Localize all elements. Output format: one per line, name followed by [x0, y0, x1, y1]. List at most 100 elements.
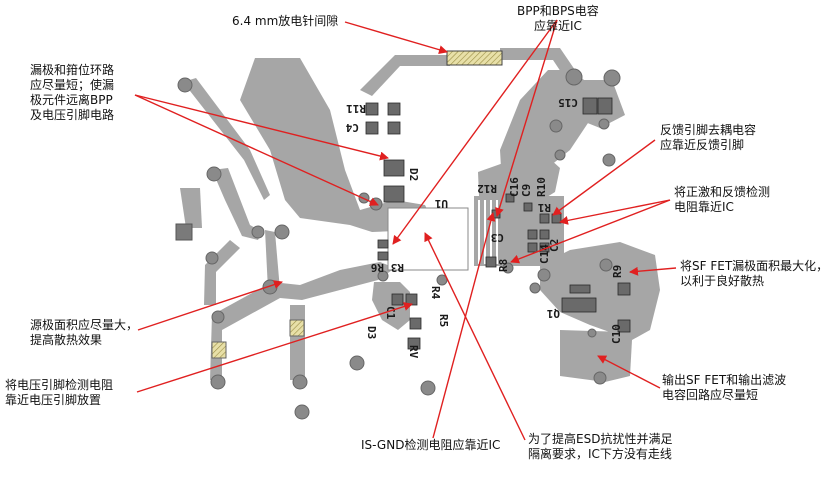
silk-r10: R10 [535, 177, 548, 197]
q1-tab [569, 284, 591, 294]
arrow-source [137, 280, 283, 331]
silk-r11: R11 [346, 102, 366, 115]
silk-r3: R3 [391, 261, 404, 274]
r11-pad-1 [365, 102, 379, 116]
spark-gap [446, 50, 503, 66]
arrow-fb-decoupling [552, 139, 656, 216]
arrow-output [597, 355, 661, 389]
arrow-spark-gap [344, 21, 448, 55]
rv-pad [407, 337, 421, 350]
d3-pad [405, 293, 418, 306]
annotation-bpp-bps: BPP和BPS电容 应靠近IC [517, 4, 599, 34]
silk-d3: D3 [365, 326, 378, 339]
left-trace-d [204, 240, 240, 305]
c4-pad-2 [387, 121, 401, 135]
left-trace-e [265, 230, 280, 290]
silk-r4: R4 [429, 286, 442, 300]
silk-r9: R9 [611, 265, 624, 278]
silk-c10: C10 [610, 324, 623, 344]
silk-c16: C16 [508, 177, 521, 197]
annotation-sf-fet-drain: 将SF FET漏极面积最大化， 以利于良好散热 [680, 259, 824, 289]
annotation-fb-resistors-line2: 电阻靠近IC [674, 200, 734, 214]
annotation-esd-line1: 为了提高ESD抗扰性并满足 [528, 432, 673, 446]
r9-pad [617, 282, 631, 296]
silk-rv: RV [407, 345, 420, 359]
annotation-drain-clamp-line2: 应尽量短；使漏 [30, 78, 115, 92]
arrow-fb-res-1 [559, 199, 671, 225]
annotation-spark-gap: 6.4 mm放电针间隙 [232, 14, 339, 28]
d2-pad-2 [383, 185, 405, 203]
annotation-is-gnd: IS-GND检测电阻应靠近IC [361, 438, 501, 452]
annotation-drain-clamp: 漏极和箝位环路 应尽量短；使漏 极元件远离BPP 及电压引脚电路 [30, 63, 114, 123]
annotation-arrows [134, 19, 677, 441]
sf-fet-drain-pour [540, 242, 660, 340]
silk-r8: R8 [497, 259, 510, 272]
annotation-feedback-decoupling: 反馈引脚去耦电容 应靠近反馈引脚 [660, 123, 756, 153]
spark-gap-trace-left [360, 55, 450, 96]
clamp-mark-left [211, 341, 227, 359]
annotation-source-area-line1: 源极面积应尽量大， [30, 318, 139, 332]
annotation-voltage-resistor-line1: 将电压引脚检测电阻 [5, 378, 114, 392]
arrow-is-gnd [432, 212, 496, 439]
c1-pad [391, 293, 404, 306]
arrow-fb-res-2 [510, 199, 671, 264]
annotation-drain-clamp-line1: 漏极和箝位环路 [30, 63, 115, 77]
annotation-output-loop-line1: 输出SF FET和输出滤波 [662, 373, 787, 387]
annotation-bpp-bps-line2: 应靠近IC [533, 19, 582, 33]
c10-pad [617, 319, 631, 333]
annotation-fb-resistors-line1: 将正激和反馈检测 [674, 185, 771, 199]
square-via [175, 223, 193, 241]
silk-c14: C14 [538, 244, 551, 264]
source-trace [210, 262, 395, 380]
annotation-sf-fet-drain-line1: 将SF FET漏极面积最大化， [680, 259, 824, 273]
annotation-fb-resistors: 将正激和反馈检测 电阻靠近IC [674, 185, 770, 215]
annotation-sf-fet-drain-line2: 以利于良好散热 [680, 274, 765, 288]
silk-u1: U1 [434, 197, 448, 210]
silk-q1: Q1 [546, 307, 560, 320]
annotation-source-area-line2: 提高散热效果 [30, 333, 103, 347]
silk-c9: C9 [520, 184, 533, 197]
annotation-drain-clamp-line4: 及电压引脚电路 [30, 108, 115, 122]
arrow-sf-fet [629, 266, 677, 276]
annotation-output-loop-line2: 电容回路应尽量短 [662, 388, 759, 402]
r11-pad-2 [387, 102, 401, 116]
left-trace-c [180, 188, 202, 228]
silk-r1: R1 [537, 201, 551, 214]
clamp-mark-right [289, 319, 305, 337]
c15-pad-1 [582, 97, 598, 115]
d2-pad-1 [383, 159, 405, 177]
left-trace-b [212, 168, 262, 240]
silk-r5: R5 [437, 314, 450, 327]
c15-pad-2 [597, 97, 613, 115]
annotation-source-area: 源极面积应尽量大， 提高散热效果 [30, 318, 138, 348]
silk-c3: C3 [491, 231, 504, 244]
arrow-voltage [136, 302, 413, 393]
silk-r6: R6 [370, 261, 384, 274]
silk-c4: C4 [345, 121, 359, 134]
arrow-drain-1 [134, 94, 379, 206]
silk-d2: D2 [407, 168, 420, 181]
annotation-feedback-decoupling-line2: 应靠近反馈引脚 [660, 138, 745, 152]
arrow-bpp-2 [392, 19, 558, 245]
annotation-voltage-resistor-line2: 靠近电压引脚放置 [5, 393, 102, 407]
output-pour [560, 330, 632, 382]
arrow-drain-2 [134, 94, 389, 161]
arrow-bpp-1 [495, 19, 558, 217]
annotation-esd-line2: 隔离要求，IC下方没有走线 [528, 447, 672, 461]
annotation-drain-clamp-line3: 极元件远离BPP [30, 93, 113, 107]
q1-body [561, 297, 597, 313]
silk-c15: C15 [558, 96, 578, 109]
vias [177, 68, 621, 420]
annotation-feedback-decoupling-line1: 反馈引脚去耦电容 [660, 123, 757, 137]
component-pads [365, 97, 631, 350]
left-trace-a [183, 78, 270, 200]
c4-pad-1 [365, 121, 379, 135]
arrow-esd [424, 232, 526, 441]
annotation-voltage-resistor: 将电压引脚检测电阻 靠近电压引脚放置 [5, 378, 113, 408]
annotation-bpp-bps-line1: BPP和BPS电容 [517, 4, 599, 18]
annotation-output-loop: 输出SF FET和输出滤波 电容回路应尽量短 [662, 373, 786, 403]
r5-pad [409, 317, 422, 330]
silkscreen-labels: R11 C4 C15 D2 U1 R12 C16 C9 R10 C3 R1 C1… [345, 96, 624, 359]
